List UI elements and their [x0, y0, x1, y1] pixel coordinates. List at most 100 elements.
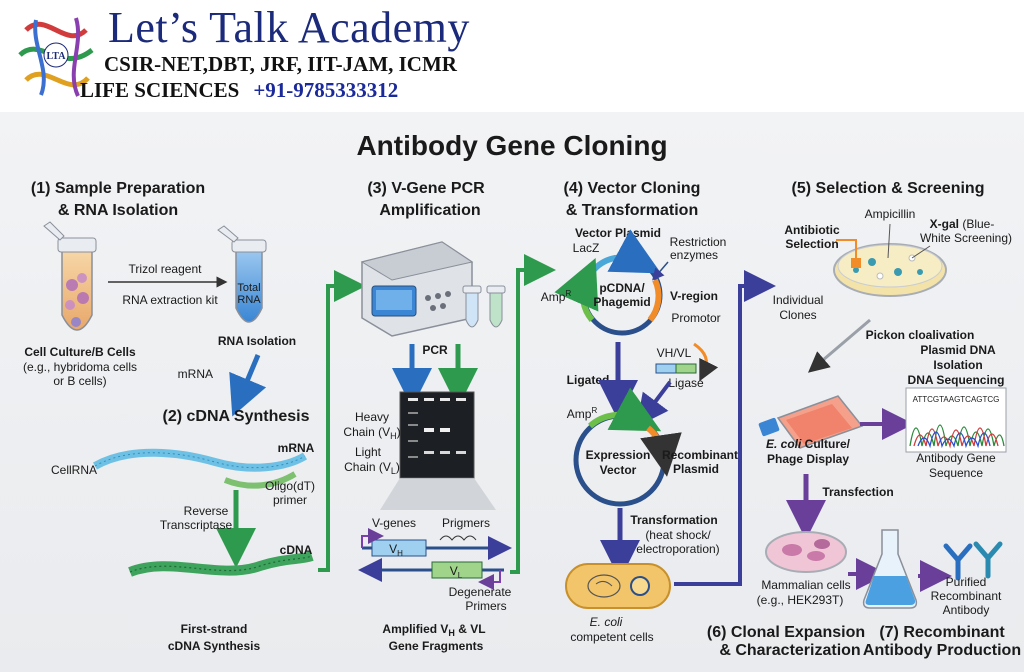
xgal-rest: (Blue-	[959, 217, 994, 231]
dna-sequencing-label: DNA Sequencing	[908, 373, 1005, 387]
lacz-label: LacZ	[573, 241, 600, 255]
purified-label-1: Purified	[946, 575, 987, 589]
ecoli-culture-label-2: Phage Display	[767, 452, 849, 466]
mrna-strand-icon	[93, 448, 308, 489]
ampicillin-label: Ampicillin	[865, 207, 916, 221]
expression-label-2: Vector	[600, 463, 637, 477]
xgal-label-2: White Screening)	[920, 231, 1012, 245]
expression-vector-icon	[573, 387, 682, 507]
oligo-label-1: Oligo(dT)	[265, 479, 315, 493]
ligated-label: Ligated	[567, 373, 610, 387]
recombinant-plasmid-label-2: Plasmid	[673, 462, 719, 476]
step7-heading-line2: Antibody Production	[863, 642, 1021, 659]
heavy-chain-label-2: Chain (VH)	[343, 425, 400, 441]
mammalian-label-2: (e.g., HEK293T)	[757, 593, 844, 607]
connector-3-to-4-arrow	[510, 254, 556, 574]
step7-heading-line1: (7) Recombinant	[879, 624, 1005, 641]
step6-heading-line2: & Characterization	[719, 642, 860, 659]
petri-dish-icon	[833, 243, 947, 297]
transformation-label-3: electroporation)	[636, 542, 719, 556]
antibiotic-pointer	[836, 239, 857, 262]
step4-heading-line1: (4) Vector Cloning	[564, 180, 701, 197]
connector-1-to-3-arrow	[318, 270, 366, 572]
promotor-label: Promotor	[671, 311, 720, 325]
plasmid-isolation-label-2: Isolation	[933, 358, 982, 372]
step2-heading: (2) cDNA Synthesis	[163, 408, 310, 425]
connector-4-to-5-arrow	[674, 270, 776, 586]
light-chain-label-2: Chain (VL)	[344, 460, 400, 476]
antibiotic-label-1: Antibiotic	[784, 223, 840, 237]
antibiotic-label-2: Selection	[785, 237, 838, 251]
logo-text: LTA	[47, 51, 67, 62]
light-chain-text: Chain (V	[344, 460, 391, 474]
purified-label-3: Antibody	[943, 603, 990, 617]
step4-heading-line2: & Transformation	[566, 202, 698, 219]
vregion-label: V-region	[670, 289, 718, 303]
protein-ribbon-logo: LTA	[18, 17, 94, 97]
trizol-label: Trizol reagent	[129, 262, 203, 276]
step6-heading-line1: (6) Clonal Expansion	[707, 624, 865, 641]
vh-fragment-icon	[361, 528, 512, 560]
exam-list: CSIR-NET,DBT, JRF, IIT-JAM, ICMR	[104, 52, 457, 76]
restriction-label-2: enzymes	[670, 248, 718, 262]
total-rna-tube-icon	[217, 225, 267, 323]
ampr-label: AmpR	[541, 289, 572, 304]
plasmid-isolation-label-1: Plasmid DNA	[920, 343, 996, 357]
cell-culture-label: Cell Culture/B Cells	[24, 345, 136, 359]
pcdna-label-1: pCDNA/	[599, 281, 645, 295]
amplified-sub: H	[448, 628, 455, 638]
first-strand-label-1: First-strand	[181, 622, 248, 636]
pcr-tubes-icon	[462, 285, 506, 328]
recombinant-plasmid-label-1: Recombinant	[662, 448, 738, 462]
step1-heading-line2: & RNA Isolation	[58, 202, 178, 219]
amplified-end: & VL	[455, 622, 486, 636]
heavy-chain-text: Chain (V	[343, 425, 390, 439]
ecoli-cells-icon	[565, 563, 671, 609]
heavy-chain-sub: H	[390, 431, 397, 441]
vhvl-insert-icon	[655, 342, 719, 382]
first-strand-label-2: cDNA Synthesis	[168, 639, 261, 653]
antibody-y-icon	[943, 541, 1003, 581]
pickon-label: Pickon cloalivation	[866, 328, 975, 342]
vl-label-sub: L	[458, 571, 463, 580]
ecoli-label-1: E. coli	[590, 615, 623, 629]
step3-heading-line1: (3) V-Gene PCR	[367, 180, 485, 197]
pickon-arrow	[808, 318, 871, 373]
cellrna-label: CellRNA	[51, 463, 97, 477]
vgenes-label: V-genes	[372, 516, 416, 530]
xgal-bold: X-gal	[930, 217, 959, 231]
transformation-label: Transformation	[630, 513, 717, 527]
primers-label: Prigmers	[442, 516, 490, 530]
pcdna-label-2: Phagemid	[593, 295, 650, 309]
cdna-strand-icon	[128, 551, 314, 577]
transfection-label: Transfection	[822, 485, 893, 499]
ecoli-label-2: competent cells	[570, 630, 653, 644]
ecoli-culture-label-1: E. coli Culture/	[766, 437, 851, 451]
pcr-machine-icon	[360, 241, 474, 337]
mrna-label: mRNA	[278, 441, 315, 455]
ecoli-culture-italic: E. coli	[766, 437, 802, 451]
pcr-label: PCR	[422, 343, 448, 357]
phone-number: +91-9785333312	[253, 78, 399, 102]
purified-label-2: Recombinant	[931, 589, 1002, 603]
ecoli-culture-rest: Culture/	[801, 437, 850, 451]
xgal-label-1: X-gal (Blue-	[930, 217, 995, 231]
light-chain-sub: L	[391, 466, 396, 476]
restriction-label-1: Restriction	[670, 235, 727, 249]
vl-label: VL	[450, 564, 463, 580]
cell-culture-tube-icon	[43, 221, 97, 331]
cell-example-1: (e.g., hybridoma cells	[23, 360, 137, 374]
rt-label-1: Reverse	[184, 504, 229, 518]
dna-sequence-chart-icon	[905, 387, 1007, 453]
total-rna-label-1: Total	[237, 282, 260, 294]
oligo-label-2: primer	[273, 493, 307, 507]
page-title: Antibody Gene Cloning	[356, 130, 667, 161]
ampr2-label: AmpR	[567, 406, 598, 421]
degenerate-label-1: Degenerate	[449, 585, 512, 599]
rt-label-2: Transcriptase	[160, 518, 233, 532]
amplified-label-1: Amplified VH & VL	[382, 622, 485, 638]
rna-kit-label: RNA extraction kit	[122, 293, 218, 307]
antibody-sequence-label-2: Sequence	[929, 466, 983, 480]
electrophoresis-gel-icon	[399, 391, 475, 479]
